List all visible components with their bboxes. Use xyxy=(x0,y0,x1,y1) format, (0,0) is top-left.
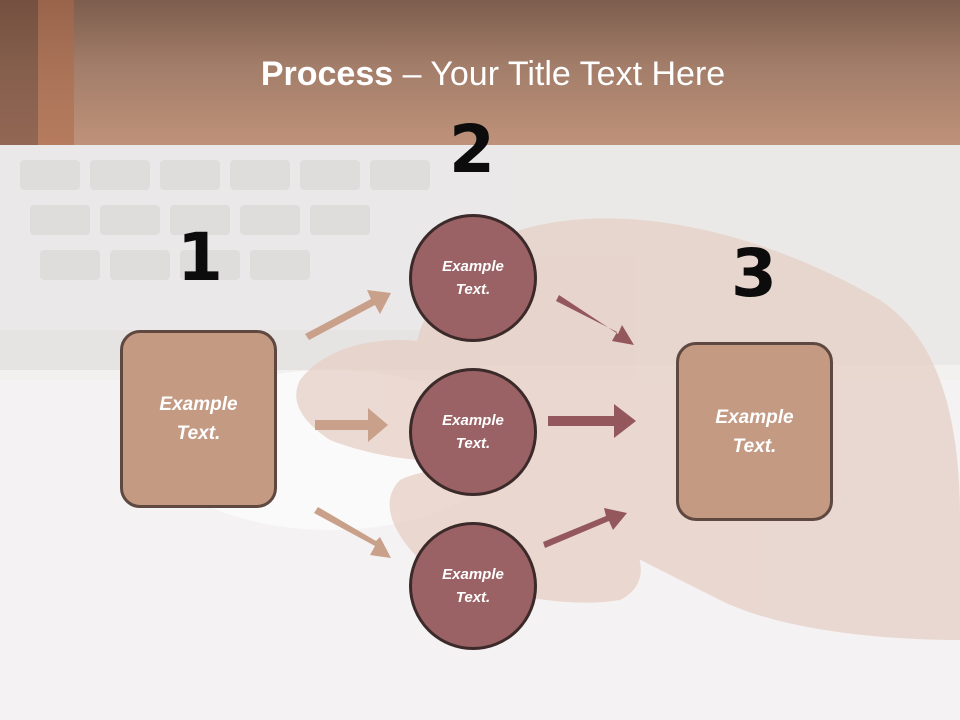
circle-top-text: Example Text. xyxy=(442,258,504,298)
step-1-box: Example Text. xyxy=(120,330,277,508)
arrow-circle-middle-to-box xyxy=(548,404,636,438)
title-bold: Process xyxy=(260,55,394,93)
header-accent-stripe xyxy=(0,0,38,145)
step-number-3: 3 xyxy=(731,235,777,312)
arrow-box-to-circle-top xyxy=(305,290,391,340)
step-2-circle-middle: Example Text. xyxy=(409,368,537,496)
header-band xyxy=(0,0,960,145)
arrow-box-to-circle-bottom xyxy=(314,507,391,558)
circle-middle-text: Example Text. xyxy=(442,412,504,452)
slide-title: Process – Your Title Text Here xyxy=(0,52,960,96)
step-3-box: Example Text. xyxy=(676,342,833,521)
circle-bottom-text: Example Text. xyxy=(442,566,504,606)
step-2-circle-top: Example Text. xyxy=(409,214,537,342)
arrow-box-to-circle-middle xyxy=(315,408,388,442)
arrow-circle-bottom-to-box xyxy=(543,508,627,548)
step-number-1: 1 xyxy=(177,219,223,296)
step-2-circle-bottom: Example Text. xyxy=(409,522,537,650)
header-accent-stripe xyxy=(38,0,74,145)
step-3-text: Example Text. xyxy=(715,406,794,457)
title-rest: – Your Title Text Here xyxy=(393,55,726,93)
arrow-circle-top-to-box xyxy=(556,295,634,345)
step-1-text: Example Text. xyxy=(159,394,238,444)
step-number-2: 2 xyxy=(449,111,495,188)
